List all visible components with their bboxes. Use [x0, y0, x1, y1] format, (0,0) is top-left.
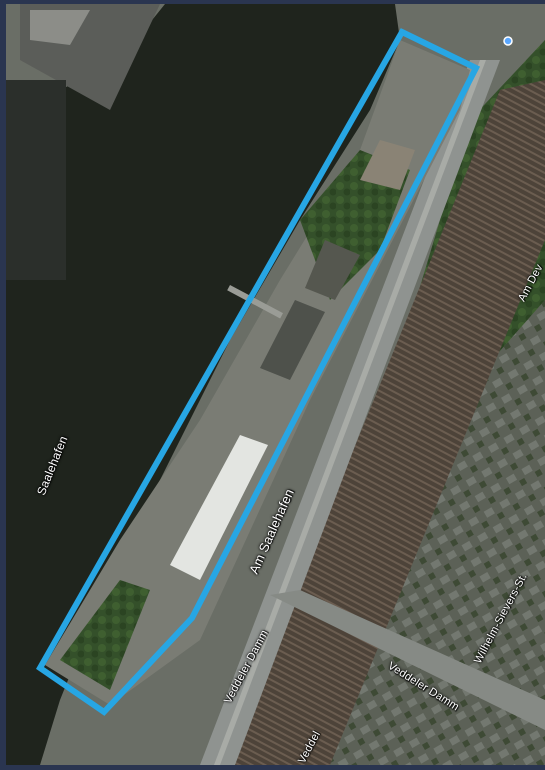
warehouse-north	[305, 240, 360, 300]
area-boundary[interactable]	[36, 28, 481, 716]
pier-west	[6, 80, 66, 280]
parked-trucks	[360, 140, 415, 190]
location-pin-icon[interactable]	[503, 36, 513, 46]
jetty	[227, 285, 283, 319]
trees-south	[60, 580, 150, 690]
warehouse-large	[170, 435, 268, 580]
road-center-line	[214, 60, 486, 765]
building-roof	[30, 10, 90, 45]
warehouse-mid	[260, 300, 325, 380]
road-veddeler-damm	[270, 590, 545, 730]
